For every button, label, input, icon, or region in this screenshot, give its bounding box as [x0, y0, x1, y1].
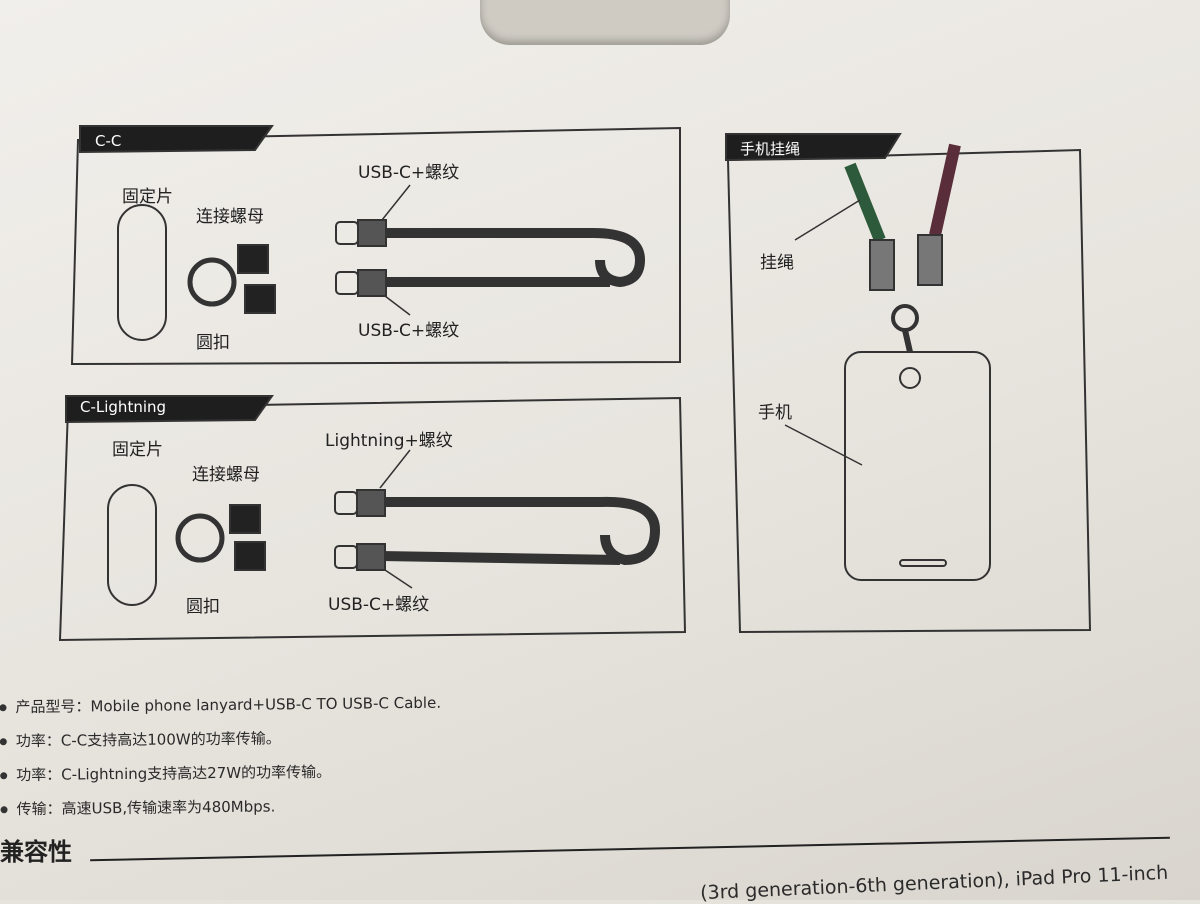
cc-panel-frame: [70, 126, 681, 366]
cc-plate-label: 固定片: [122, 187, 173, 207]
lanyard-tag: 手机挂绳: [740, 140, 801, 158]
spec-item: 功率：C-C支持高达100W的功率传输。: [0, 720, 442, 759]
cl-panel-frame: [58, 396, 687, 642]
spec-item: 产品型号：Mobile phone lanyard+USB-C TO USB-C…: [0, 686, 441, 725]
cc-nut-label: 连接螺母: [196, 207, 264, 227]
spec-list: 产品型号：Mobile phone lanyard+USB-C TO USB-C…: [0, 686, 442, 827]
cl-top-plug-label: Lightning+螺纹: [325, 431, 453, 451]
phone-outline: [844, 351, 991, 581]
lanyard-tag-bg: [725, 133, 902, 162]
strap-right: [929, 143, 961, 237]
strap-label: 挂绳: [760, 253, 794, 273]
cl-plate-label: 固定片: [112, 440, 163, 460]
lanyard-panel-frame: [726, 148, 1092, 634]
cc-top-plug-label: USB-C+螺纹: [358, 163, 460, 183]
cl-tag: C-Lightning: [80, 398, 167, 416]
cl-cable-bottom: [379, 551, 621, 565]
cl-nut-label: 连接螺母: [192, 465, 260, 485]
cl-bottom-plug-label: USB-C+螺纹: [328, 595, 430, 615]
cc-tag: C-C: [95, 132, 122, 150]
lanyard-ring: [891, 304, 919, 332]
cc-cable-top: [380, 227, 646, 288]
cl-plate: [107, 484, 157, 606]
cl-ring-label: 圆扣: [186, 597, 220, 617]
compat-heading: 兼容性: [0, 838, 72, 866]
cc-ring: [187, 257, 237, 307]
cc-nut: [237, 244, 269, 274]
cc-bottom-plug-label: USB-C+螺纹: [358, 321, 460, 341]
cc-plate: [117, 204, 167, 341]
strap-left: [844, 162, 886, 243]
hang-hole: [480, 0, 730, 45]
cl-ring: [175, 513, 225, 563]
cc-ring-label: 圆扣: [196, 333, 230, 353]
spec-item: 传输：高速USB,传输速率为480Mbps.: [0, 788, 442, 827]
cl-cable-top: [380, 496, 661, 566]
cl-tag-bg: [65, 395, 274, 424]
spec-item: 功率：C-Lightning支持高达27W的功率传输。: [0, 754, 442, 793]
cc-nut: [244, 284, 276, 314]
cc-tag-bg: [79, 125, 274, 154]
cl-nut: [229, 504, 261, 534]
phone-label: 手机: [758, 403, 792, 423]
cl-nut: [234, 541, 266, 571]
